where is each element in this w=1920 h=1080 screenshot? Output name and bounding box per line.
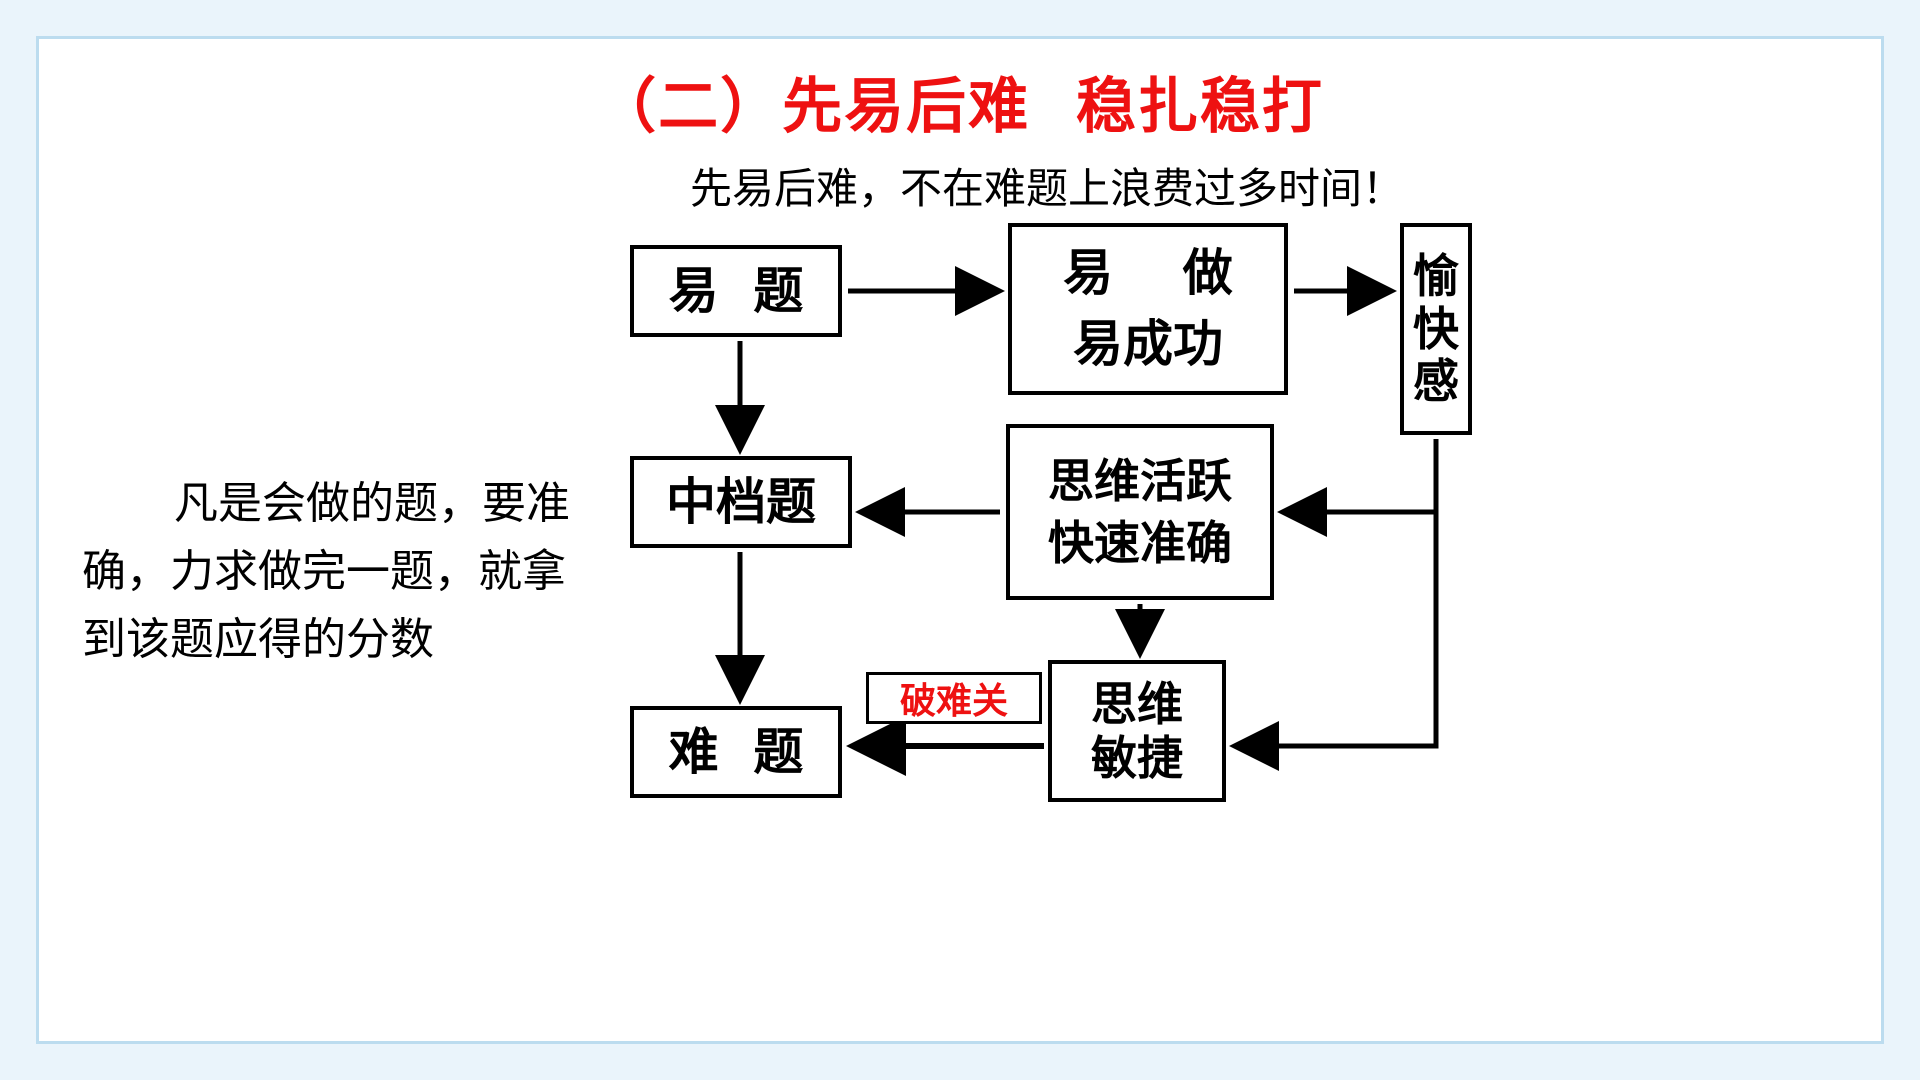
node-agile-thinking-line-2: 敏捷 [1091,731,1183,785]
node-pleasure-char-1: 愉 [1413,249,1459,304]
node-active-thinking-line-2: 快速准确 [1048,516,1232,570]
paragraph-line-3: 到该题应得的分数 [82,614,434,666]
node-pleasure-feeling[interactable]: 愉 快 感 [1400,223,1472,435]
node-hard-question[interactable]: 难 题 [630,706,842,798]
node-easy-question-label: 易 题 [668,261,804,320]
node-easy-question[interactable]: 易 题 [630,245,842,337]
node-active-thinking[interactable]: 思维活跃 快速准确 [1006,424,1274,600]
paragraph-line-1: 凡是会做的题，要准 [174,478,570,529]
node-easy-do-easy-success[interactable]: 易 做 易成功 [1008,223,1288,395]
node-pleasure-char-2: 快 [1413,301,1459,356]
paragraph-line-2: 确，力求做完一题，就拿 [82,546,566,598]
page-title: （二）先易后难 稳扎稳打 [596,72,1324,142]
node-medium-question[interactable]: 中档题 [630,456,852,548]
label-break-hard-barrier[interactable]: 破难关 [866,672,1042,724]
left-paragraph: 凡是会做的题，要准 确，力求做完一题，就拿 到该题应得的分数 [82,470,622,675]
page-subtitle: 先易后难，不在难题上浪费过多时间！ [690,164,1405,213]
node-easy-do-line-1: 易 做 [1063,244,1233,302]
node-active-thinking-line-1: 思维活跃 [1048,453,1232,508]
node-agile-thinking-line-1: 思维 [1091,676,1183,731]
slide-inner-frame [36,36,1884,1044]
node-medium-question-label: 中档题 [666,472,816,531]
node-agile-thinking[interactable]: 思维 敏捷 [1048,660,1226,802]
node-hard-question-label: 难 题 [668,722,804,781]
node-pleasure-char-3: 感 [1413,354,1459,409]
node-easy-do-line-2: 易成功 [1073,315,1223,373]
